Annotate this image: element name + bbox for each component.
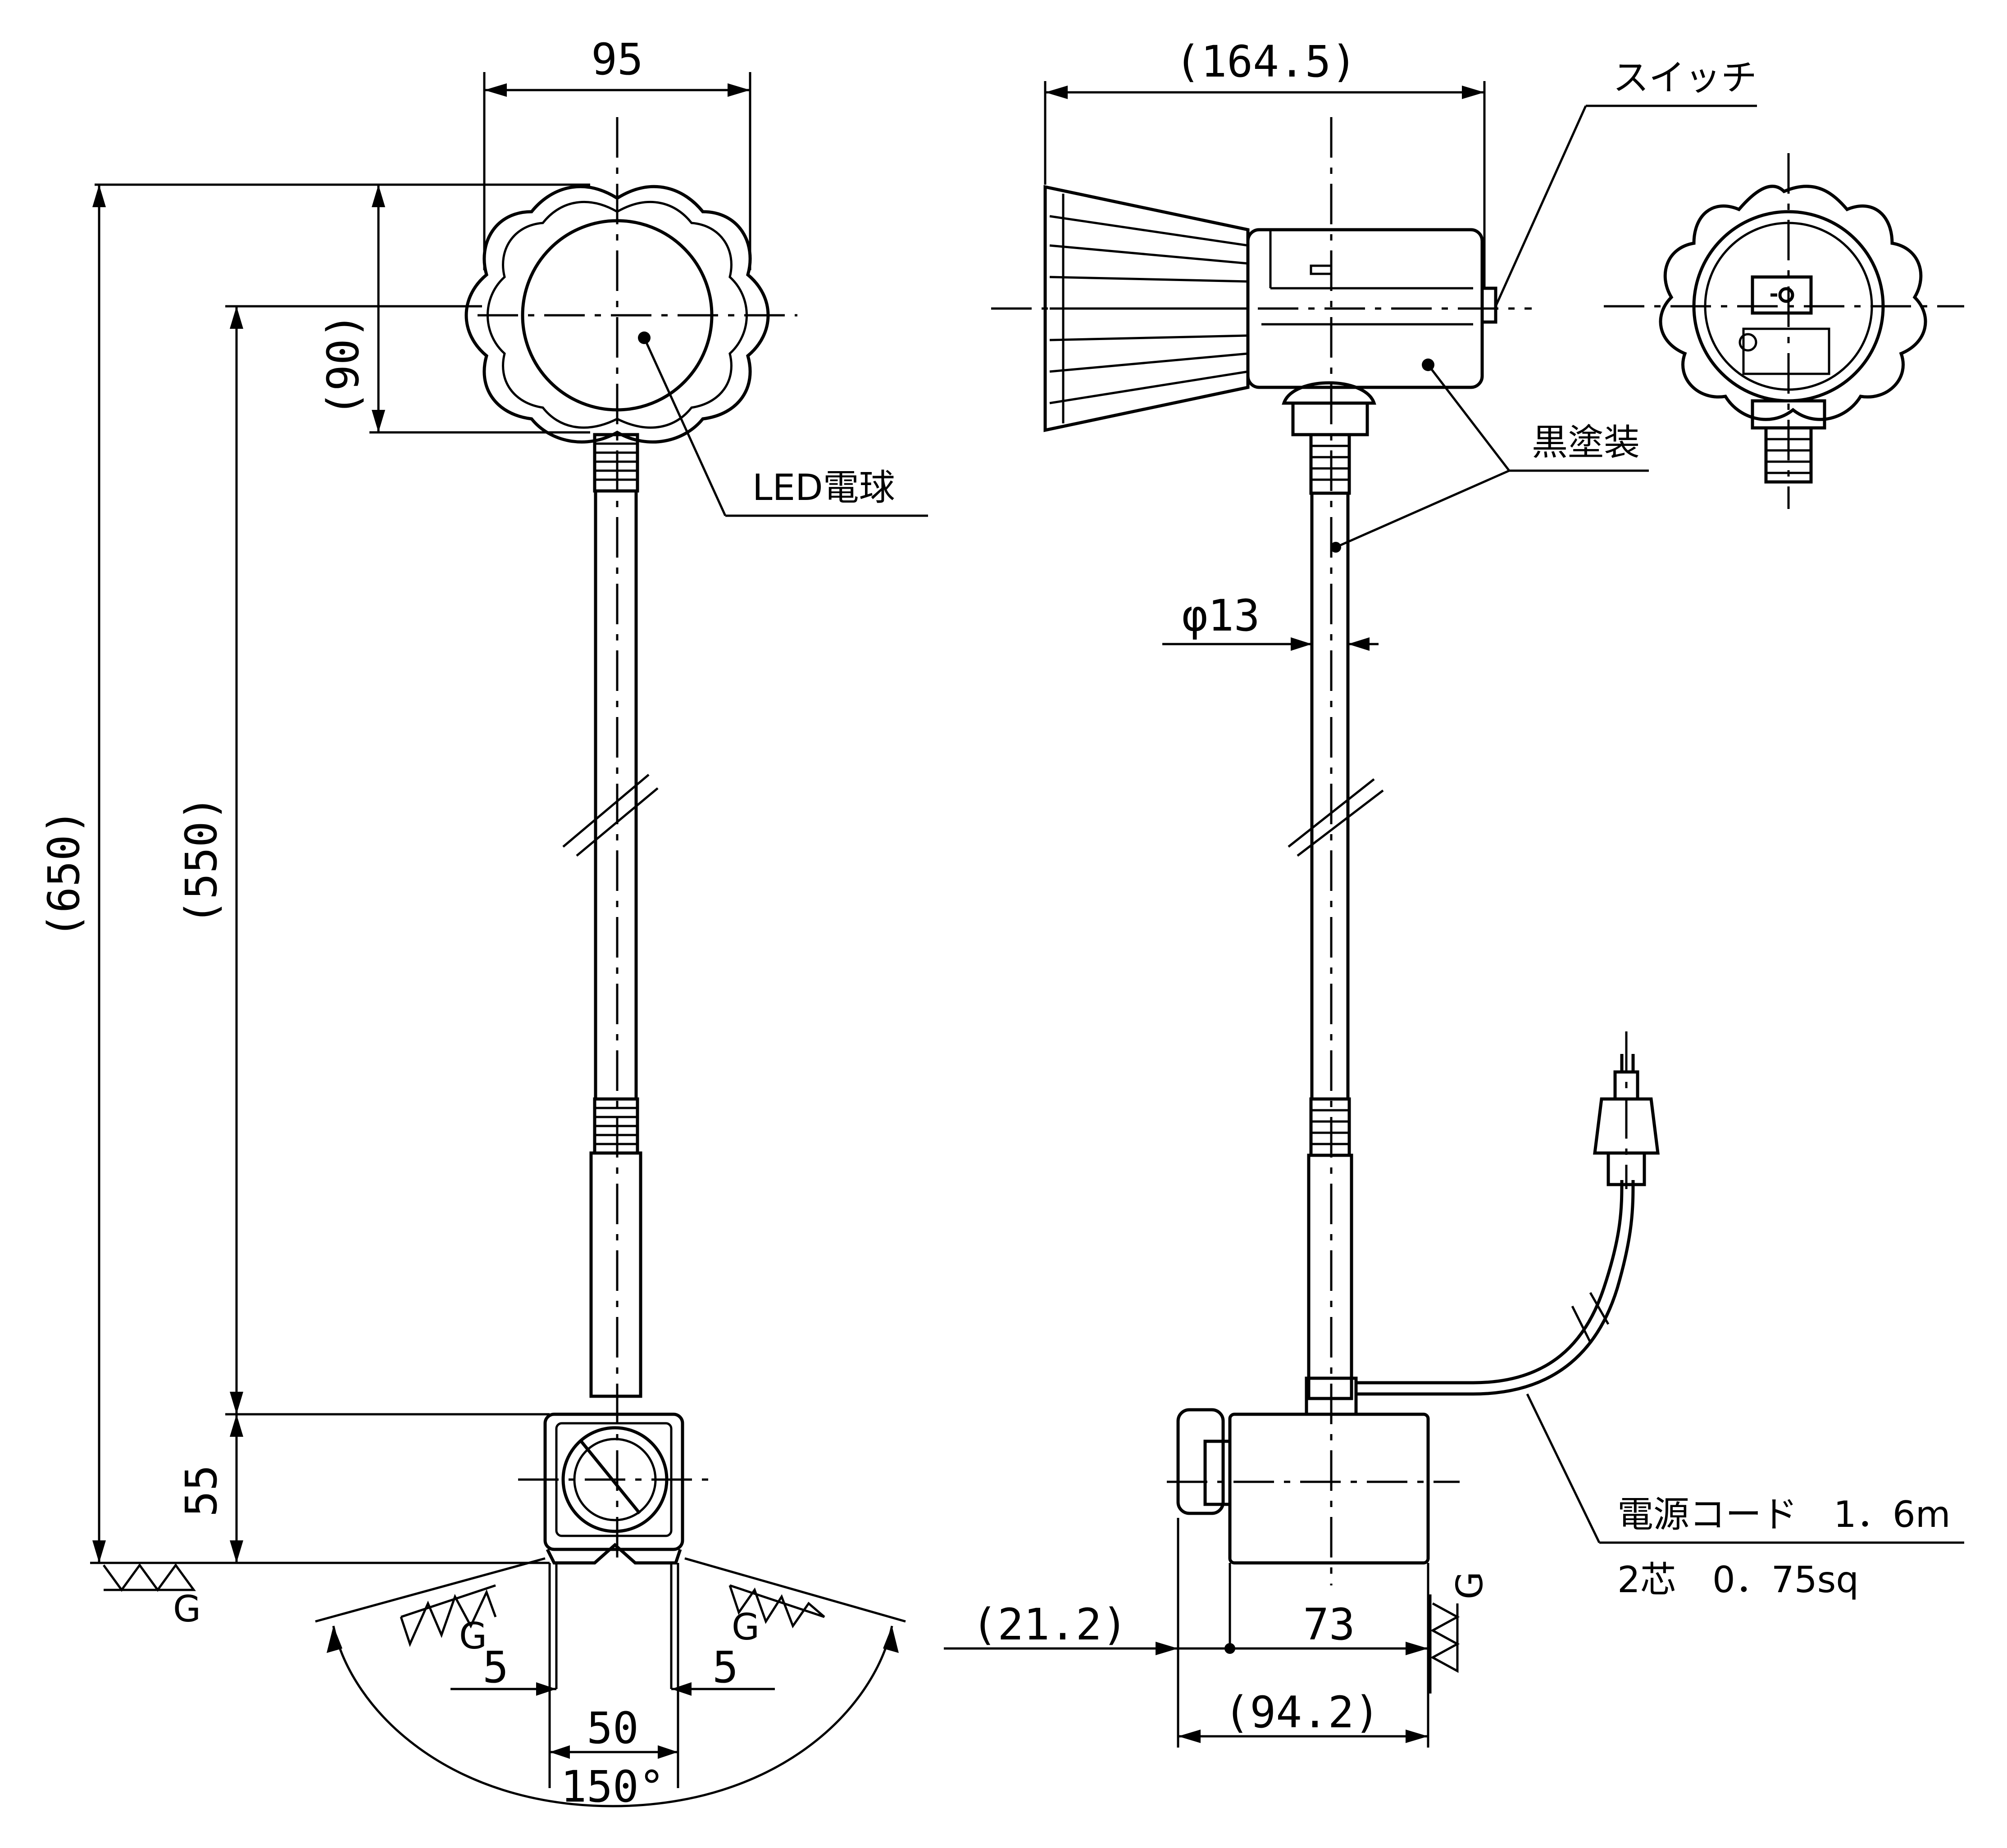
swivel-arc: 150°: [315, 1557, 906, 1812]
front-lower-spring: [589, 1097, 642, 1398]
side-view: [991, 117, 1660, 1585]
led-bulb-label: LED電球: [752, 467, 895, 509]
dim-head-side-length: (164.5): [1044, 36, 1486, 288]
ground-label-4: G: [1449, 1571, 1491, 1599]
dim-base-height: 55: [99, 1413, 550, 1564]
black-paint-callout: 黒塗装: [1335, 364, 1649, 549]
swivel-angle-text: 150°: [560, 1762, 664, 1812]
ground-label-2: G: [459, 1615, 487, 1657]
gap-left-text: 5: [482, 1642, 509, 1693]
base-depth-text: 73: [1303, 1599, 1355, 1650]
ground-symbol-side: G: [1429, 1571, 1491, 1694]
power-cord: [1356, 1031, 1660, 1396]
head-height-text: (90): [318, 313, 369, 417]
dim-head-height: (90): [318, 183, 590, 434]
dim-arm-length: (550): [176, 305, 482, 1414]
switch-callout: スイッチ: [1494, 57, 1757, 307]
rear-view: [1604, 153, 1964, 509]
power-cord-label-1: 電源コード 1．6m: [1617, 1494, 1951, 1535]
base-offset-text: (21.2): [972, 1599, 1128, 1650]
base-width-text: 50: [587, 1703, 639, 1753]
head-side-length-text: (164.5): [1175, 36, 1357, 87]
dim-arm-diameter: φ13: [1162, 590, 1379, 651]
gap-right-text: 5: [712, 1642, 738, 1693]
power-cord-label-2: 2芯 0．75sq: [1617, 1559, 1859, 1601]
switch-label: スイッチ: [1613, 57, 1757, 99]
power-cord-callout: 電源コード 1．6m 2芯 0．75sq: [1526, 1393, 1964, 1601]
switch-knob[interactable]: [1480, 286, 1497, 324]
total-height-text: (650): [39, 809, 89, 939]
arm-diameter-text: φ13: [1182, 590, 1260, 641]
side-reflector: [1043, 185, 1250, 432]
front-arm: [562, 489, 659, 1101]
base-total-text: (94.2): [1224, 1687, 1380, 1738]
head-width-text: 95: [591, 34, 643, 85]
front-view: [464, 117, 797, 1565]
ground-label-3: G: [732, 1606, 760, 1648]
dim-total-height: (650): [39, 183, 369, 1563]
black-paint-label: 黒塗装: [1532, 422, 1640, 463]
ground-symbol-tilt-left: G: [400, 1584, 497, 1657]
ground-symbol-tilt-right: G: [728, 1584, 825, 1648]
side-arm: [1288, 433, 1384, 1416]
ground-label-1: G: [173, 1588, 201, 1630]
dim-gaps: 5 5 50: [451, 1563, 775, 1788]
front-magnet-base: [543, 1412, 684, 1565]
arm-length-text: (550): [176, 795, 227, 926]
dim-base-lower: (21.2) 73 (94.2): [944, 1518, 1429, 1748]
ground-symbol-left: G: [90, 1562, 201, 1630]
dim-head-width: 95: [483, 34, 751, 270]
rear-switch-plate: [1751, 275, 1813, 315]
led-bulb-callout: LED電球: [643, 337, 928, 517]
side-magnet-base: [1176, 1408, 1430, 1565]
base-height-text: 55: [176, 1465, 227, 1517]
